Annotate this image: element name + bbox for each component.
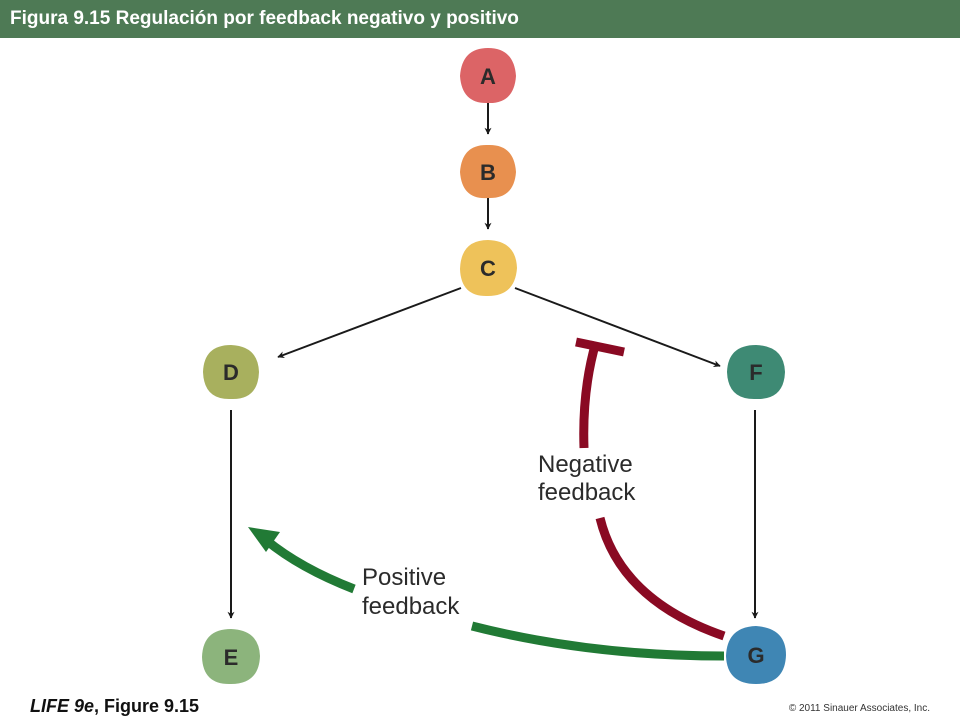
positive-feedback-label-line2: feedback — [362, 593, 460, 620]
figure-number: , Figure 9.15 — [94, 696, 200, 716]
node-f-label: F — [749, 360, 762, 385]
node-g-label: G — [747, 643, 764, 668]
node-b: B — [460, 144, 516, 199]
node-c: C — [460, 240, 517, 297]
edge-c-f — [514, 287, 721, 368]
inhibition-bar — [575, 337, 625, 357]
node-g: G — [726, 626, 786, 684]
node-f: F — [727, 345, 785, 400]
negative-feedback-label-line2: feedback — [538, 479, 636, 506]
figure-caption: LIFE 9e, Figure 9.15 — [30, 696, 199, 717]
node-a: A — [460, 48, 516, 104]
slide-title: Figura 9.15 Regulación por feedback nega… — [10, 8, 519, 29]
node-e-label: E — [224, 645, 239, 670]
title-bar: Figura 9.15 Regulación por feedback nega… — [0, 0, 960, 38]
node-e: E — [202, 629, 260, 685]
node-d-label: D — [223, 360, 239, 385]
book-title: LIFE 9e — [30, 696, 95, 716]
node-a-label: A — [480, 64, 496, 89]
negative-feedback-label-line1: Negative — [538, 451, 633, 478]
negative-feedback-arrow — [575, 337, 726, 641]
positive-feedback-label-line1: Positive — [362, 564, 446, 591]
copyright-notice: © 2011 Sinauer Associates, Inc. — [788, 703, 930, 714]
node-c-label: C — [480, 256, 496, 281]
node-d: D — [203, 345, 259, 400]
positive-feedback-arrow — [248, 527, 725, 661]
positive-arrowhead — [248, 527, 280, 552]
node-b-label: B — [480, 160, 496, 185]
edge-c-d — [277, 287, 462, 359]
